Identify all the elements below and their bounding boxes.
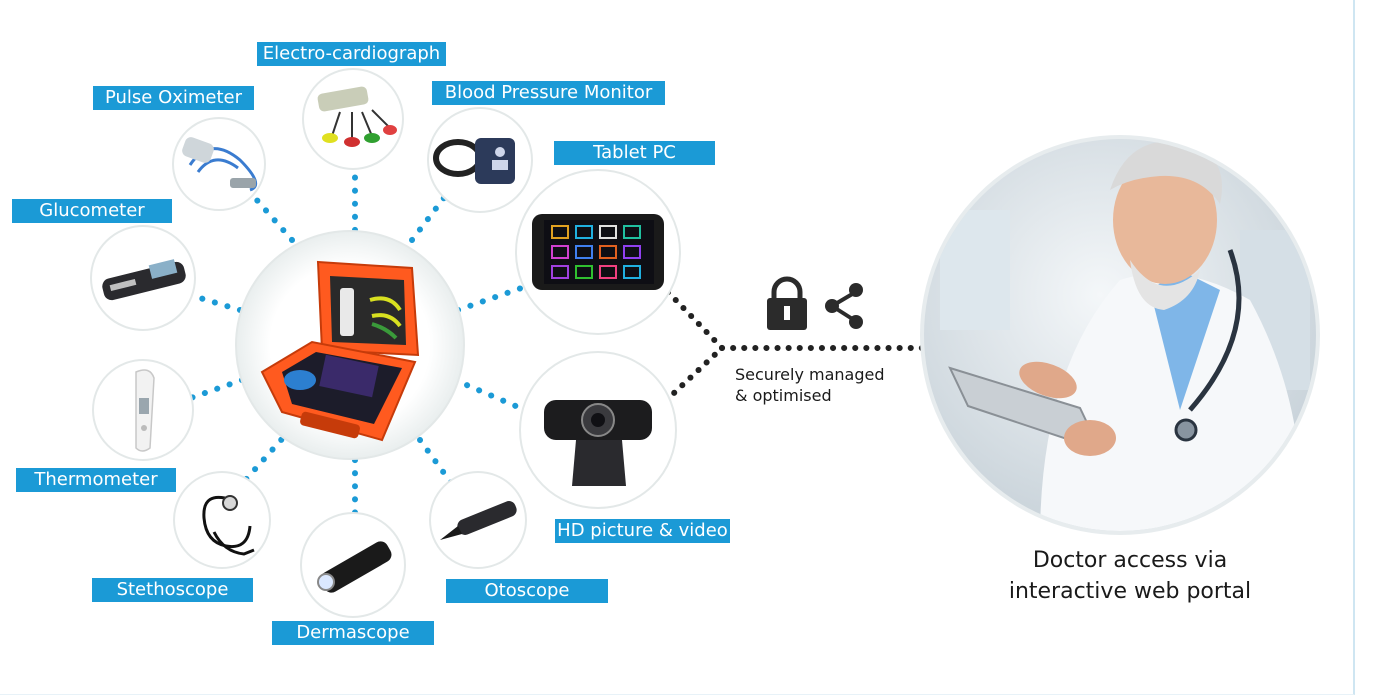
label-bp-monitor: Blood Pressure Monitor [432,81,665,105]
secure-caption: Securely managed & optimised [735,364,885,406]
label-pulse-oximeter: Pulse Oximeter [93,86,254,110]
label-camera: HD picture & video [555,519,730,543]
tablet-device [532,214,664,290]
pulse-oximeter-device [182,137,258,192]
doctor-photo [924,139,1316,531]
pulse-oximeter-circle [172,117,266,211]
share-icon [825,283,863,329]
camera-device [544,400,652,486]
label-thermometer: Thermometer [16,468,176,492]
secure-link-lines [655,289,948,411]
secure-caption-line2: & optimised [735,386,832,405]
dermascope-device [317,541,392,593]
label-otoscope: Otoscope [446,579,608,603]
label-dermascope: Dermascope [272,621,434,645]
ecg-device [317,86,397,147]
doctor-caption: Doctor access via interactive web portal [990,545,1270,607]
glucometer-device [102,259,186,301]
label-stethoscope: Stethoscope [92,578,253,602]
bp-monitor-device [433,138,515,184]
stethoscope-circle [173,471,271,569]
secure-caption-line1: Securely managed [735,365,885,384]
kit-case [260,260,420,442]
otoscope-device [440,501,517,540]
label-ecg: Electro-cardiograph [257,42,446,66]
doctor-caption-line1: Doctor access via [1032,548,1228,573]
padlock-icon [767,276,807,330]
thermometer-device [135,369,155,452]
label-glucometer: Glucometer [12,199,172,223]
label-tablet: Tablet PC [554,141,715,165]
doctor-caption-line2: interactive web portal [1008,579,1252,604]
stethoscope-device [202,495,255,556]
